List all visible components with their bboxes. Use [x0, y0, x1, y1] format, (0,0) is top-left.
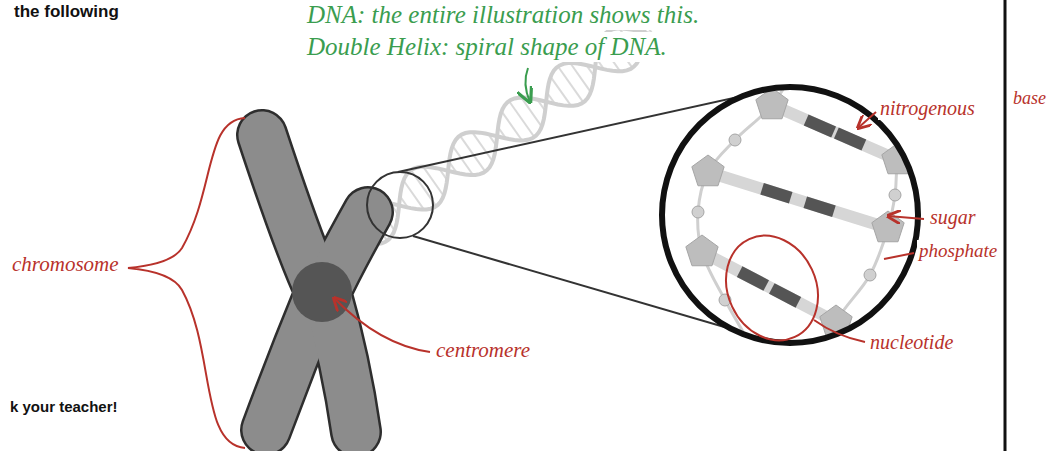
zoom-ground	[662, 87, 918, 343]
phosphate-dot	[864, 269, 876, 281]
handwritten-note: Double Helix: spiral shape of DNA.	[305, 32, 669, 62]
nitrogenous-base-bar	[737, 266, 769, 291]
leader-line	[814, 320, 865, 342]
zoom-circle-large	[662, 87, 918, 343]
nitrogenous-base-bar	[769, 283, 801, 308]
leader-line	[858, 112, 876, 128]
part-label: nucleotide	[868, 330, 955, 354]
pointer-arrow	[525, 68, 530, 102]
sugar-pentagon	[686, 235, 718, 266]
leader-line	[888, 216, 924, 219]
chromosome-brace	[128, 118, 245, 448]
part-label: centromere	[434, 338, 532, 363]
phosphate-dot	[729, 134, 741, 146]
sugar-pentagon	[872, 211, 904, 242]
nitrogenous-base-bar	[803, 197, 835, 217]
nucleotide-ring	[709, 220, 834, 355]
part-label: nitrogenous	[878, 96, 977, 120]
instruction-fragment: k your teacher!	[8, 398, 120, 416]
phosphate-dot	[794, 56, 806, 68]
handwritten-note: DNA: the entire illustration shows this.	[305, 0, 701, 30]
nitrogenous-base-bar	[760, 183, 792, 203]
leader-line	[884, 253, 914, 259]
heading-fragment: the following	[12, 2, 121, 22]
zoom-circle-small	[367, 172, 433, 238]
nitrogenous-base-bar	[804, 114, 836, 137]
part-label: base	[1011, 88, 1048, 110]
helix-rung	[558, 66, 583, 102]
base-pair-rung	[708, 172, 888, 228]
leader-line	[334, 298, 430, 352]
page-divider	[1004, 0, 1007, 451]
nitrogenous-base-bar	[834, 128, 866, 151]
centromere-disc	[292, 262, 352, 322]
part-label: phosphate	[917, 240, 999, 263]
sugar-pentagon	[692, 155, 724, 186]
part-label: chromosome	[10, 252, 121, 277]
phosphate-dot	[889, 189, 901, 201]
part-label: sugar	[928, 205, 978, 229]
chromosome-figure	[262, 135, 368, 432]
helix-rung	[509, 101, 534, 137]
phosphate-dot	[692, 206, 704, 218]
